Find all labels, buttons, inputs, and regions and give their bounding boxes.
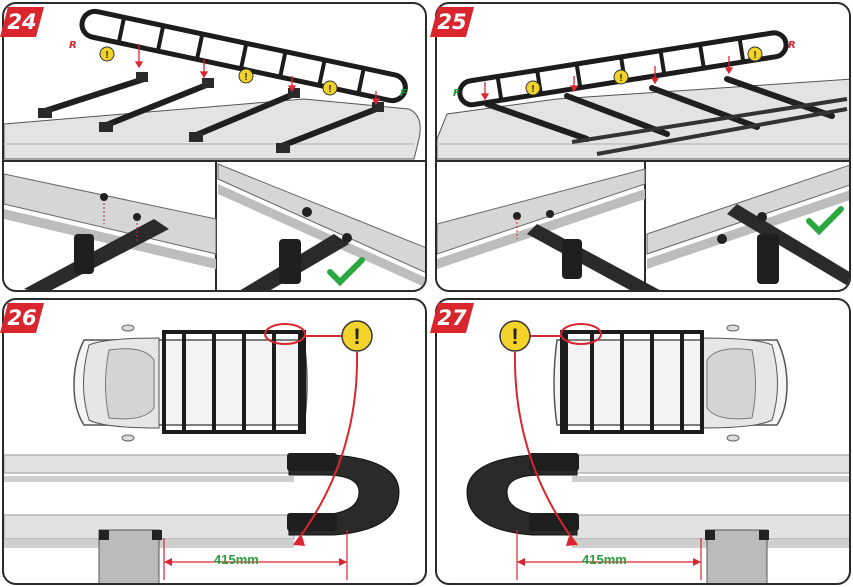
step-number: 27 xyxy=(437,306,467,330)
svg-text:!: ! xyxy=(619,73,622,84)
svg-text:!: ! xyxy=(244,72,247,83)
step-badge-icon xyxy=(0,7,44,37)
step-badge-25: 25 xyxy=(430,4,474,40)
step-number: 25 xyxy=(437,10,467,34)
step-26-panel: ! 415mm xyxy=(2,298,427,585)
checkmark-icon xyxy=(327,257,365,287)
svg-text:!: ! xyxy=(105,50,108,61)
front-label: F xyxy=(400,88,407,99)
svg-text:!: ! xyxy=(328,84,331,95)
step-badge-icon xyxy=(0,303,44,333)
checkmark-icon xyxy=(806,206,844,236)
warning-icon: ! ! ! xyxy=(525,46,763,96)
step-25-illustration: ! ! ! xyxy=(437,30,849,290)
warning-icon: ! ! ! xyxy=(99,46,338,96)
svg-text:!: ! xyxy=(531,84,534,95)
rear-label: R xyxy=(788,40,796,51)
step-27-illustration: ! xyxy=(466,320,849,583)
rear-label: R xyxy=(69,40,77,51)
warning-icon: ! xyxy=(341,320,373,352)
step-number: 24 xyxy=(7,10,37,34)
step-badge-26: 26 xyxy=(0,300,44,336)
step-badge-icon xyxy=(430,303,474,333)
step-number: 26 xyxy=(7,306,37,330)
front-label: F xyxy=(453,88,460,99)
measurement-label: 415mm xyxy=(214,552,259,567)
svg-text:!: ! xyxy=(511,324,518,349)
step-24-panel: ! ! ! R F xyxy=(2,2,427,292)
step-25-panel: ! ! ! R F xyxy=(435,2,851,292)
step-24-illustration: ! ! ! xyxy=(4,8,425,290)
svg-text:!: ! xyxy=(753,50,756,61)
step-badge-27: 27 xyxy=(430,300,474,336)
measurement-label: 415mm xyxy=(582,552,627,567)
step-badge-icon xyxy=(430,7,474,37)
warning-icon: ! xyxy=(499,320,531,352)
svg-text:!: ! xyxy=(353,324,360,349)
step-27-panel: ! 415mm xyxy=(435,298,851,585)
step-26-illustration: ! xyxy=(4,320,400,583)
step-badge-24: 24 xyxy=(0,4,44,40)
